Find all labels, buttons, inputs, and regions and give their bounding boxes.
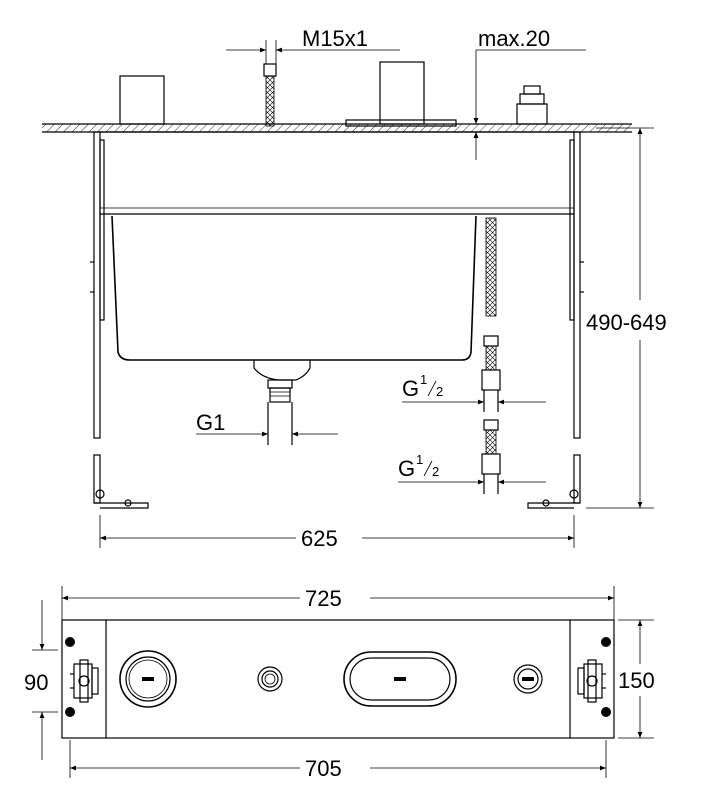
right-small-fitting (513, 664, 543, 694)
dim-150: 150 (618, 619, 655, 739)
front-view: M15x1 max.20 490-649 G1 G 1 (42, 26, 667, 551)
label-150: 150 (618, 668, 655, 693)
label-g12-lower: G (398, 456, 415, 481)
right-fitting (516, 85, 548, 125)
mounting-frame (90, 131, 584, 509)
dim-625: 625 (99, 515, 575, 551)
label-m15x1: M15x1 (302, 26, 368, 51)
supply-hoses (481, 217, 501, 494)
fraction-num-upper: 1 (420, 372, 427, 387)
top-components (119, 61, 548, 127)
oval-cover (343, 651, 457, 707)
plan-view: 725 (24, 586, 655, 781)
plan-outline (61, 619, 615, 739)
label-max20: max.20 (478, 26, 550, 51)
dim-705: 705 (69, 740, 607, 781)
dim-g12-upper: G 1 2 (402, 372, 546, 405)
label-725: 725 (305, 586, 342, 611)
dim-725: 725 (61, 586, 615, 620)
dim-height: 490-649 (586, 127, 667, 509)
dim-90: 90 (24, 600, 58, 760)
center-small-nut (257, 666, 283, 692)
label-625: 625 (301, 526, 338, 551)
fraction-den-lower: 2 (432, 464, 439, 479)
dim-g1: G1 (196, 410, 338, 437)
left-cap (119, 75, 165, 125)
dim-max20: max.20 (473, 26, 586, 160)
dim-m15x1: M15x1 (226, 26, 400, 64)
tank (111, 215, 477, 445)
center-cover-plate (345, 119, 457, 127)
center-cap (379, 61, 425, 125)
label-g1: G1 (196, 410, 225, 435)
countertop (42, 123, 632, 133)
label-90: 90 (24, 670, 48, 695)
right-clamp (577, 659, 606, 703)
left-clamp (70, 659, 99, 703)
left-round-fitting (119, 650, 177, 708)
label-705: 705 (305, 756, 342, 781)
fraction-den-upper: 2 (436, 384, 443, 399)
label-height: 490-649 (586, 310, 667, 335)
label-g12-upper: G (402, 376, 419, 401)
fraction-num-lower: 1 (416, 452, 423, 467)
hose-top (263, 63, 277, 127)
dim-g12-lower: G 1 2 (398, 452, 546, 485)
